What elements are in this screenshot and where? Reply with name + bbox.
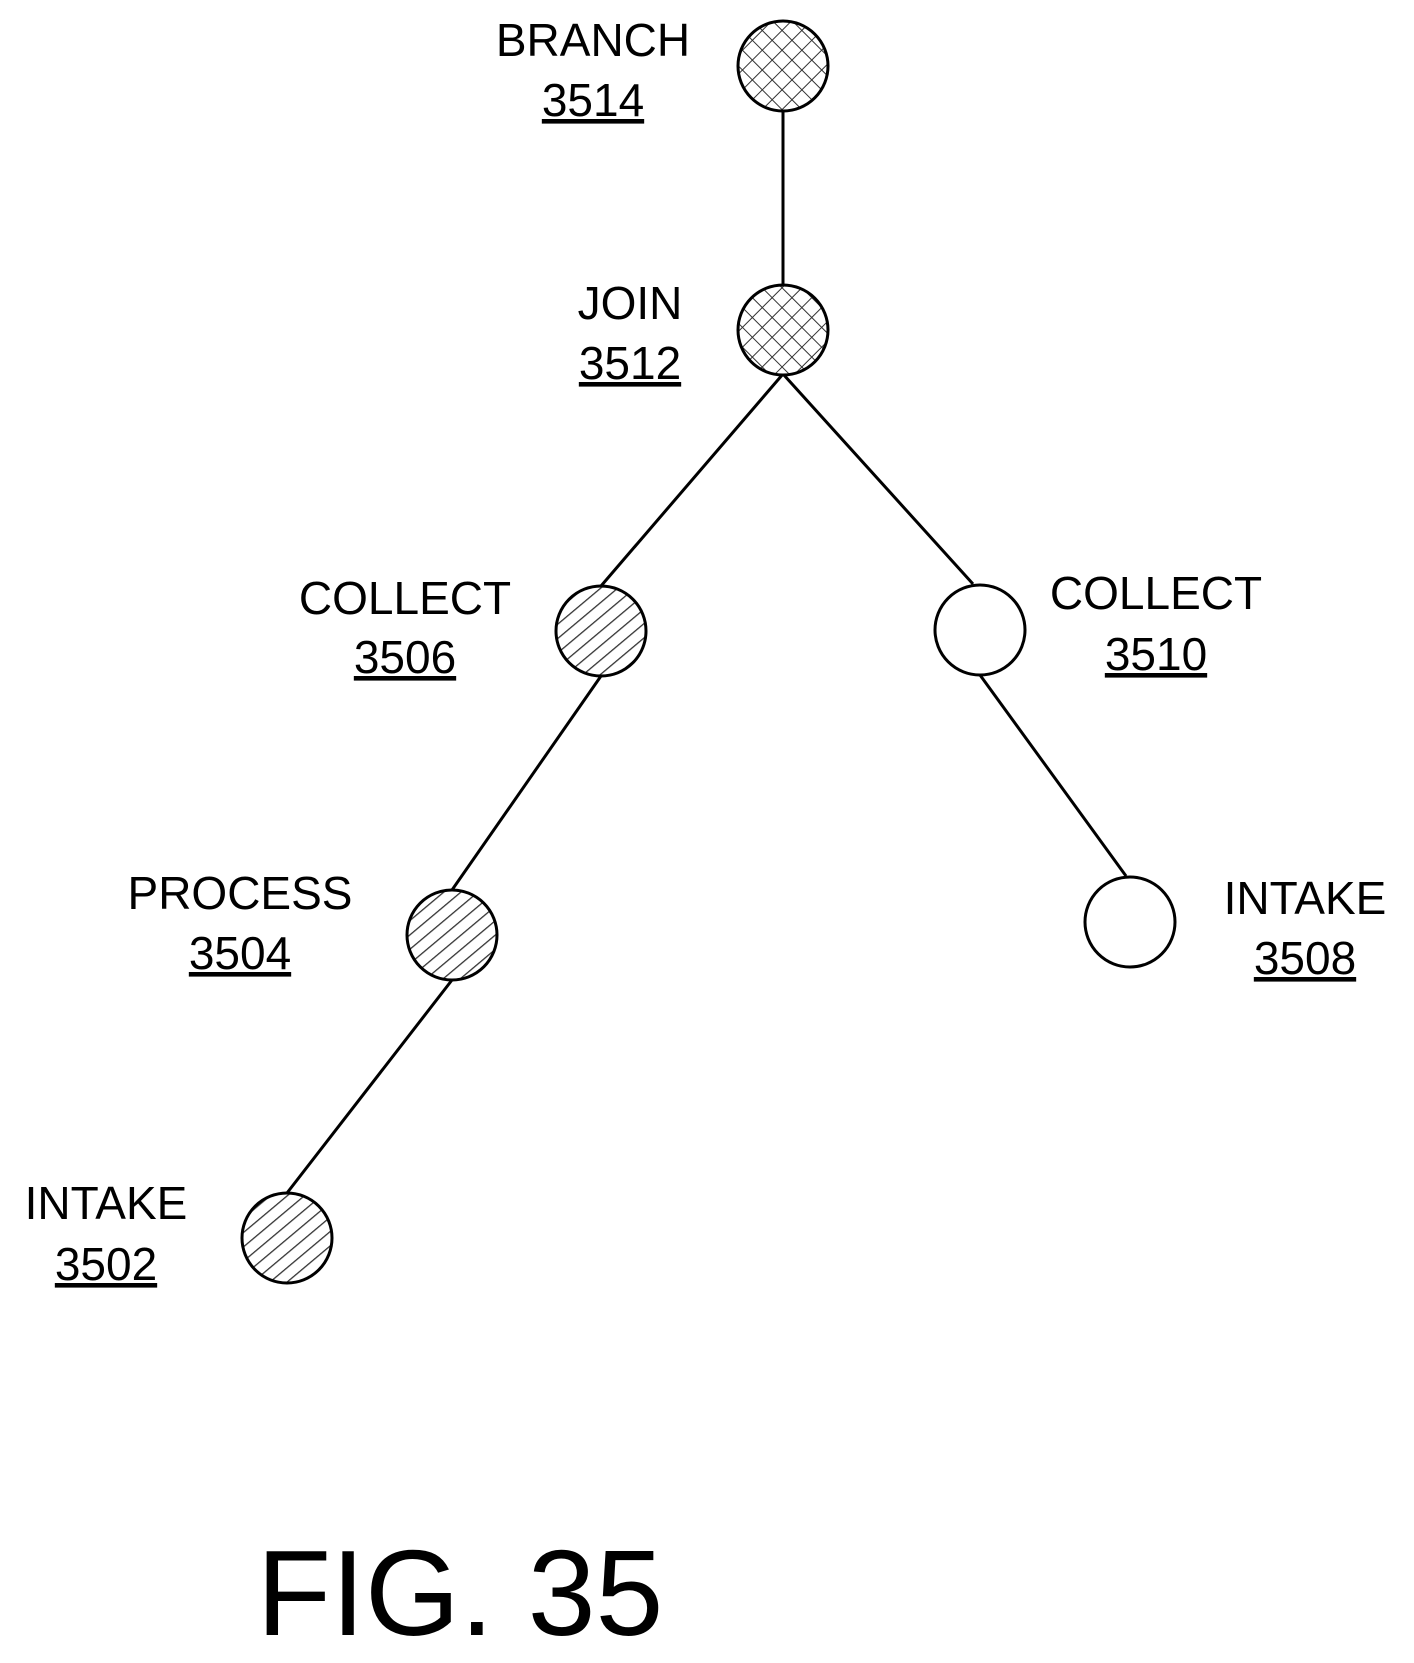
label-collect-3510-name: COLLECT bbox=[1050, 567, 1262, 619]
edge-collect-3510-intake-3508 bbox=[980, 675, 1126, 876]
node-collect-3510 bbox=[935, 585, 1025, 675]
label-intake-3508-name: INTAKE bbox=[1224, 872, 1387, 924]
figure-caption: FIG. 35 bbox=[257, 1525, 664, 1661]
label-collect-3506-name: COLLECT bbox=[299, 572, 511, 624]
label-join-ref: 3512 bbox=[579, 337, 681, 389]
label-process-ref: 3504 bbox=[189, 927, 291, 979]
edge-join-collect-3506 bbox=[601, 374, 783, 586]
edge-collect-3506-process bbox=[452, 676, 601, 890]
node-process-3504 bbox=[407, 890, 497, 980]
edge-process-intake-3502 bbox=[287, 980, 452, 1193]
label-branch-ref: 3514 bbox=[542, 74, 644, 126]
label-collect-3506-ref: 3506 bbox=[354, 631, 456, 683]
node-intake-3502 bbox=[242, 1193, 332, 1283]
node-intake-3508 bbox=[1085, 877, 1175, 967]
label-branch-name: BRANCH bbox=[496, 14, 690, 66]
node-branch-3514 bbox=[738, 21, 828, 111]
node-collect-3506 bbox=[556, 586, 646, 676]
node-join-3512 bbox=[738, 285, 828, 375]
labels: BRANCH 3514 JOIN 3512 COLLECT 3506 COLLE… bbox=[25, 14, 1387, 1290]
label-intake-3502-name: INTAKE bbox=[25, 1177, 188, 1229]
label-intake-3502-ref: 3502 bbox=[55, 1238, 157, 1290]
edge-join-collect-3510 bbox=[783, 374, 973, 584]
label-process-name: PROCESS bbox=[128, 867, 353, 919]
label-intake-3508-ref: 3508 bbox=[1254, 932, 1356, 984]
label-collect-3510-ref: 3510 bbox=[1105, 628, 1207, 680]
label-join-name: JOIN bbox=[578, 277, 683, 329]
